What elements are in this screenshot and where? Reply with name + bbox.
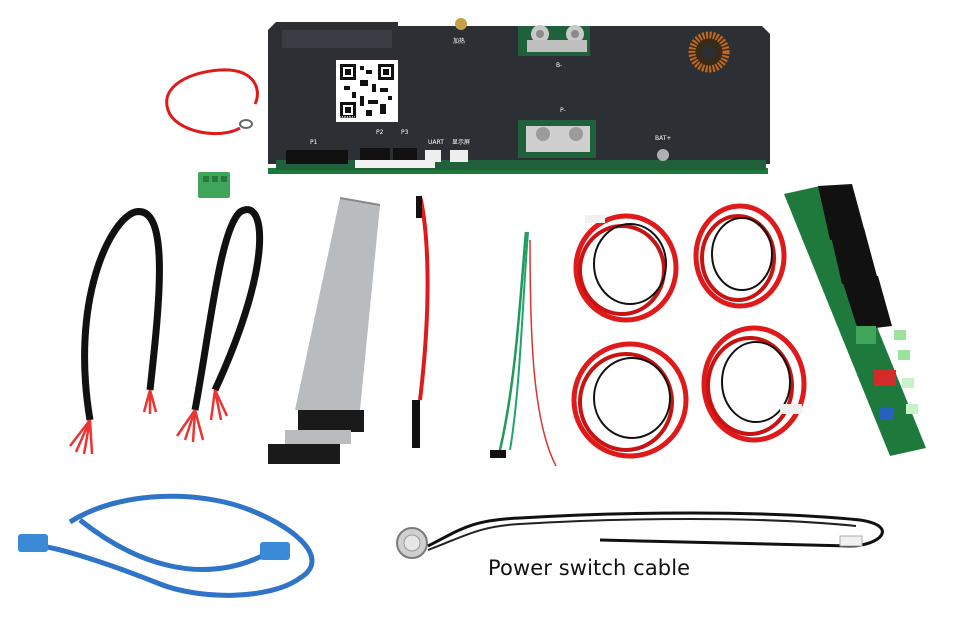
brand-text: WWW.JK-BMS.COM: [340, 116, 386, 122]
red-coil-top-right: [693, 203, 787, 309]
green-terminal-block: [198, 172, 230, 198]
ribbon-cable: [268, 197, 381, 464]
red-single-wire: [412, 195, 430, 448]
p1-label: P1: [310, 139, 318, 146]
rj45-plug-right: [260, 542, 290, 560]
b-minus-label: B-: [556, 62, 562, 69]
p2-label: P2: [376, 129, 384, 136]
display-label: 显示屏: [452, 139, 470, 146]
power-switch-cable-caption: Power switch cable: [488, 556, 691, 580]
rj45-plug-left: [18, 534, 48, 552]
red-coil-bottom-left: [571, 341, 689, 459]
qr-code: [336, 60, 398, 122]
red-ring-lug-wire: [165, 68, 259, 136]
bms-board: WWW.JK-BMS.COM B- 加热 P- BAT+ P1 P2 P3 UA…: [268, 18, 770, 174]
green-signal-wires: [490, 231, 557, 467]
black-sleeved-harness-left: [69, 208, 163, 455]
uart-label: UART: [428, 139, 444, 146]
bat-plus-label: BAT+: [655, 135, 671, 142]
power-switch-cable: [396, 511, 884, 559]
heat-label: 加热: [453, 37, 465, 45]
black-sleeved-harness-right: [175, 206, 264, 443]
red-coil-top-left: [573, 213, 679, 323]
rj45-adapter-board: [784, 184, 926, 456]
red-coil-bottom-right: [701, 325, 807, 443]
ethernet-cable: [18, 493, 315, 598]
p-minus-label: P-: [560, 107, 566, 114]
p3-label: P3: [401, 129, 409, 136]
